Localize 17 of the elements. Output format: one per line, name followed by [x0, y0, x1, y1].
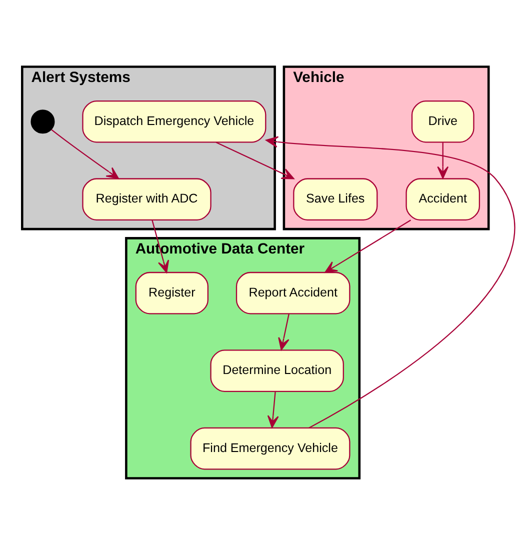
arrow: [278, 314, 290, 350]
node-box: Accident: [406, 178, 480, 220]
arrow: [51, 129, 120, 180]
arrow: [437, 142, 449, 179]
node-box: Drive: [411, 100, 474, 143]
node-box: Dispatch Emergency Vehicle: [82, 100, 266, 143]
node-box: Find Emergency Vehicle: [190, 427, 350, 470]
node-box: Register: [135, 272, 208, 314]
node-box: Report Accident: [236, 272, 350, 314]
arrow: [216, 142, 294, 180]
node-box: Register with ADC: [82, 178, 212, 220]
arrow: [267, 392, 279, 428]
node-circle: [30, 110, 55, 134]
node-box: Determine Location: [210, 350, 344, 392]
arrow: [266, 136, 515, 428]
arrow: [324, 220, 412, 273]
node-box: Save Lifes: [293, 178, 378, 220]
